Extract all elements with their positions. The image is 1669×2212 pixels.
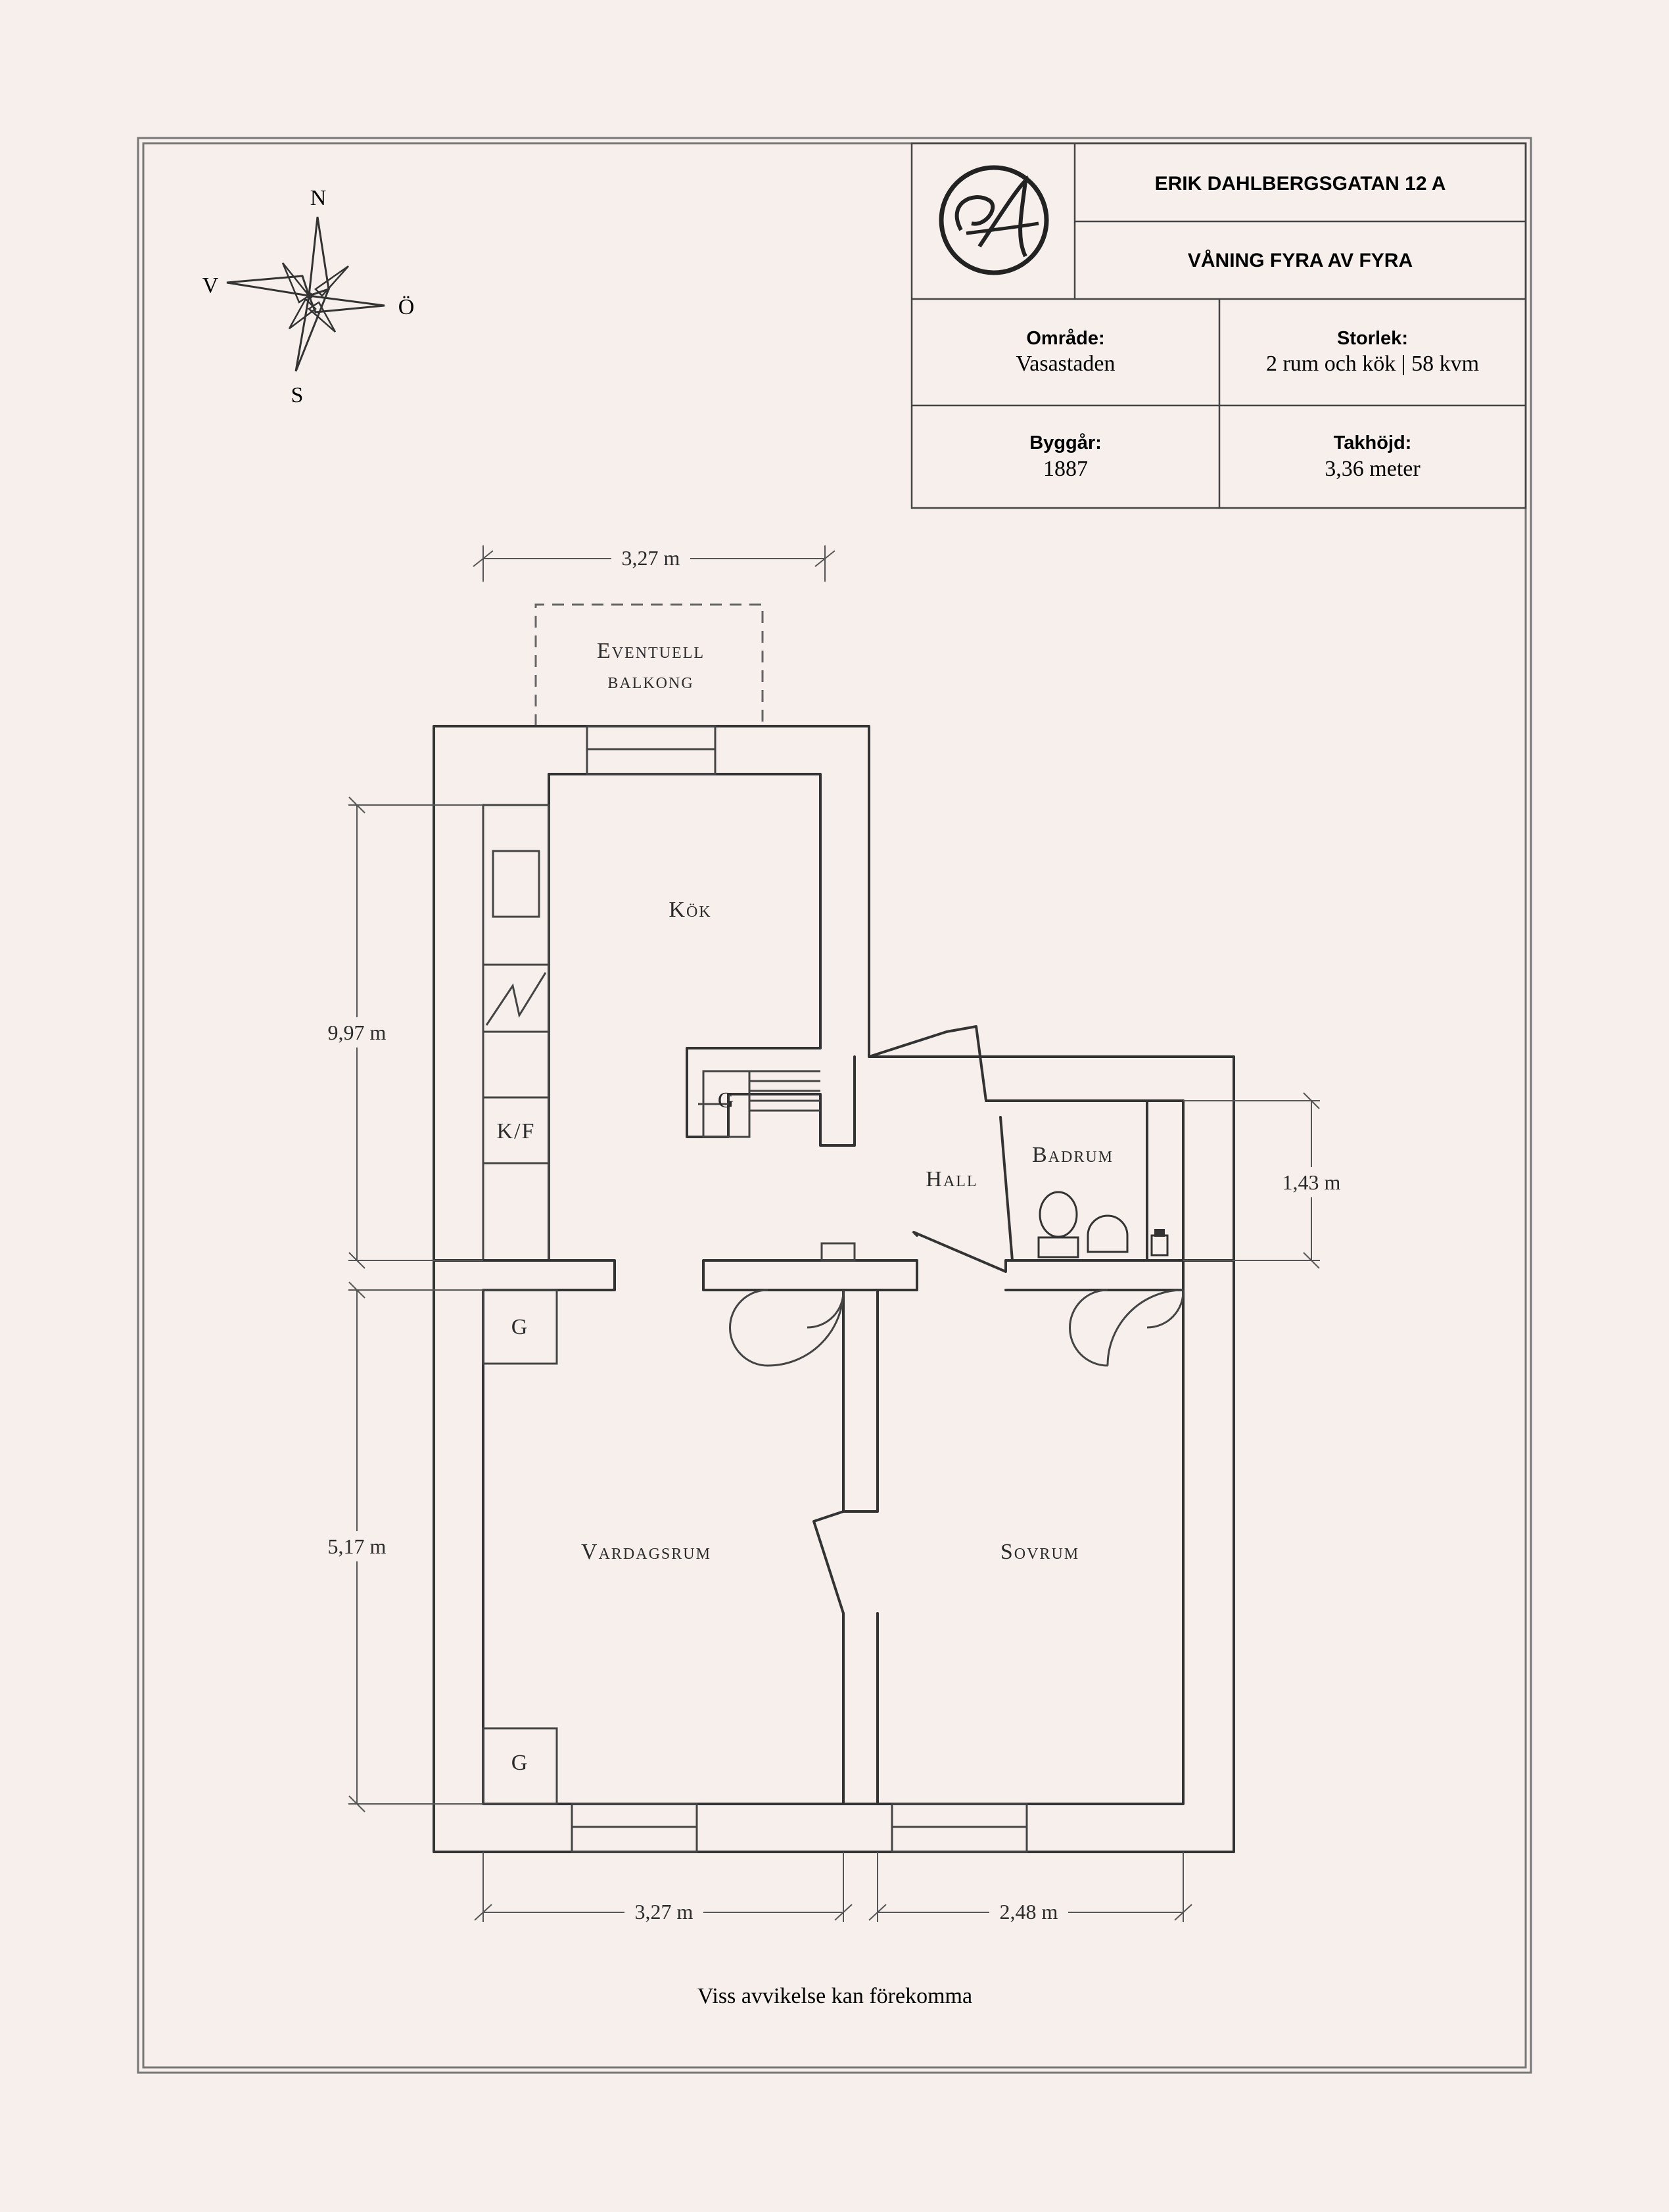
toilet-icon xyxy=(1037,1191,1079,1258)
title-block: ERIK DAHLBERGSGATAN 12 A VÅNING FYRA AV … xyxy=(910,142,1527,509)
compass-east: Ö xyxy=(398,295,415,319)
outer-frame xyxy=(137,137,1532,2074)
stove-label-living-bottom: G xyxy=(511,1751,529,1775)
fridge-freezer-label: K/F xyxy=(497,1119,536,1143)
bedroom-label: Sovrum xyxy=(1000,1540,1079,1564)
bathroom-label: Badrum xyxy=(1032,1143,1114,1167)
living-room-label: Vardagsrum xyxy=(581,1540,711,1564)
compass-north: N xyxy=(310,186,327,210)
sink-icon xyxy=(1087,1214,1129,1253)
monogram-logo-icon xyxy=(939,165,1049,275)
shower-icon xyxy=(1150,1229,1169,1256)
disclaimer-text: Viss avvikelse kan förekomma xyxy=(697,1984,972,2008)
stove-label-kitchen: G xyxy=(718,1088,736,1113)
size-label: Storlek: xyxy=(1337,328,1408,349)
balcony-label-line1: Eventuell xyxy=(597,639,705,663)
dim-living-width: 3,27 m xyxy=(635,1900,693,1924)
dim-left-lower-height: 5,17 m xyxy=(328,1534,387,1558)
address-text: ERIK DAHLBERGSGATAN 12 A xyxy=(1155,173,1446,195)
kitchen-label: Kök xyxy=(669,898,711,922)
balcony-outline xyxy=(534,603,764,726)
year-value: 1887 xyxy=(1043,457,1088,481)
dimension-lines xyxy=(348,545,1320,1922)
dim-left-upper-height: 9,97 m xyxy=(328,1021,387,1044)
hall-label: Hall xyxy=(926,1167,977,1191)
area-label: Område: xyxy=(1026,328,1104,349)
compass-rose-icon xyxy=(226,216,385,372)
compass-south: S xyxy=(291,383,304,407)
height-value: 3,36 meter xyxy=(1325,457,1421,481)
floor-plan-walls xyxy=(433,725,1235,1853)
year-label: Byggår: xyxy=(1029,432,1102,453)
size-value: 2 rum och kök | 58 kvm xyxy=(1266,352,1479,376)
area-value: Vasastaden xyxy=(1016,352,1115,376)
dim-balcony-width: 3,27 m xyxy=(622,546,680,570)
compass-west: V xyxy=(202,273,219,298)
inner-frame xyxy=(142,142,1527,2069)
stove-label-living-top: G xyxy=(511,1315,529,1339)
dim-bedroom-width: 2,48 m xyxy=(1000,1900,1058,1924)
dim-bath-height: 1,43 m xyxy=(1282,1170,1341,1194)
height-label: Takhöjd: xyxy=(1334,432,1412,453)
balcony-label-line2: balkong xyxy=(607,669,693,693)
floor-text: VÅNING FYRA AV FYRA xyxy=(1188,250,1413,271)
